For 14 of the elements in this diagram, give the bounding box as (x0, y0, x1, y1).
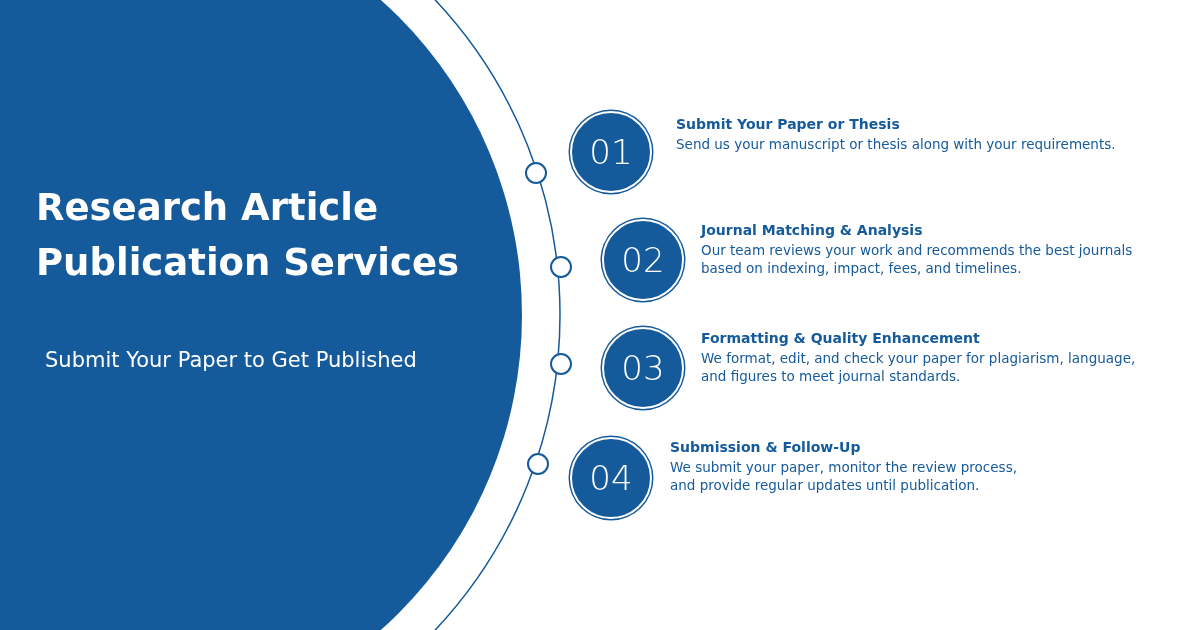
step-heading: Formatting & Quality Enhancement (701, 330, 981, 346)
step-number-circle: 03 (602, 327, 684, 409)
step-number-circle: 02 (602, 219, 684, 301)
step-heading: Journal Matching & Analysis (701, 222, 924, 238)
step-description: Send us your manuscript or thesis along with your requirements. (676, 135, 1117, 153)
title: Research Article Publication Services (36, 185, 461, 286)
subtitle: Submit Your Paper to Get Published (45, 348, 417, 372)
step-description: Our team reviews your work and recommends the best journals based on indexing, impact, fees, and timelines. (701, 241, 1134, 277)
step-number-circle: 04 (570, 437, 652, 519)
step-heading: Submit Your Paper or Thesis (676, 116, 901, 132)
step-description: We format, edit, and check your paper for plagiarism, language, and figures to meet journal standards. (701, 349, 1137, 385)
step-description: We submit your paper, monitor the review process, and provide regular updates until publication. (670, 458, 1018, 494)
step-number-circle: 01 (570, 111, 652, 193)
step-heading: Submission & Follow-Up (670, 439, 862, 455)
